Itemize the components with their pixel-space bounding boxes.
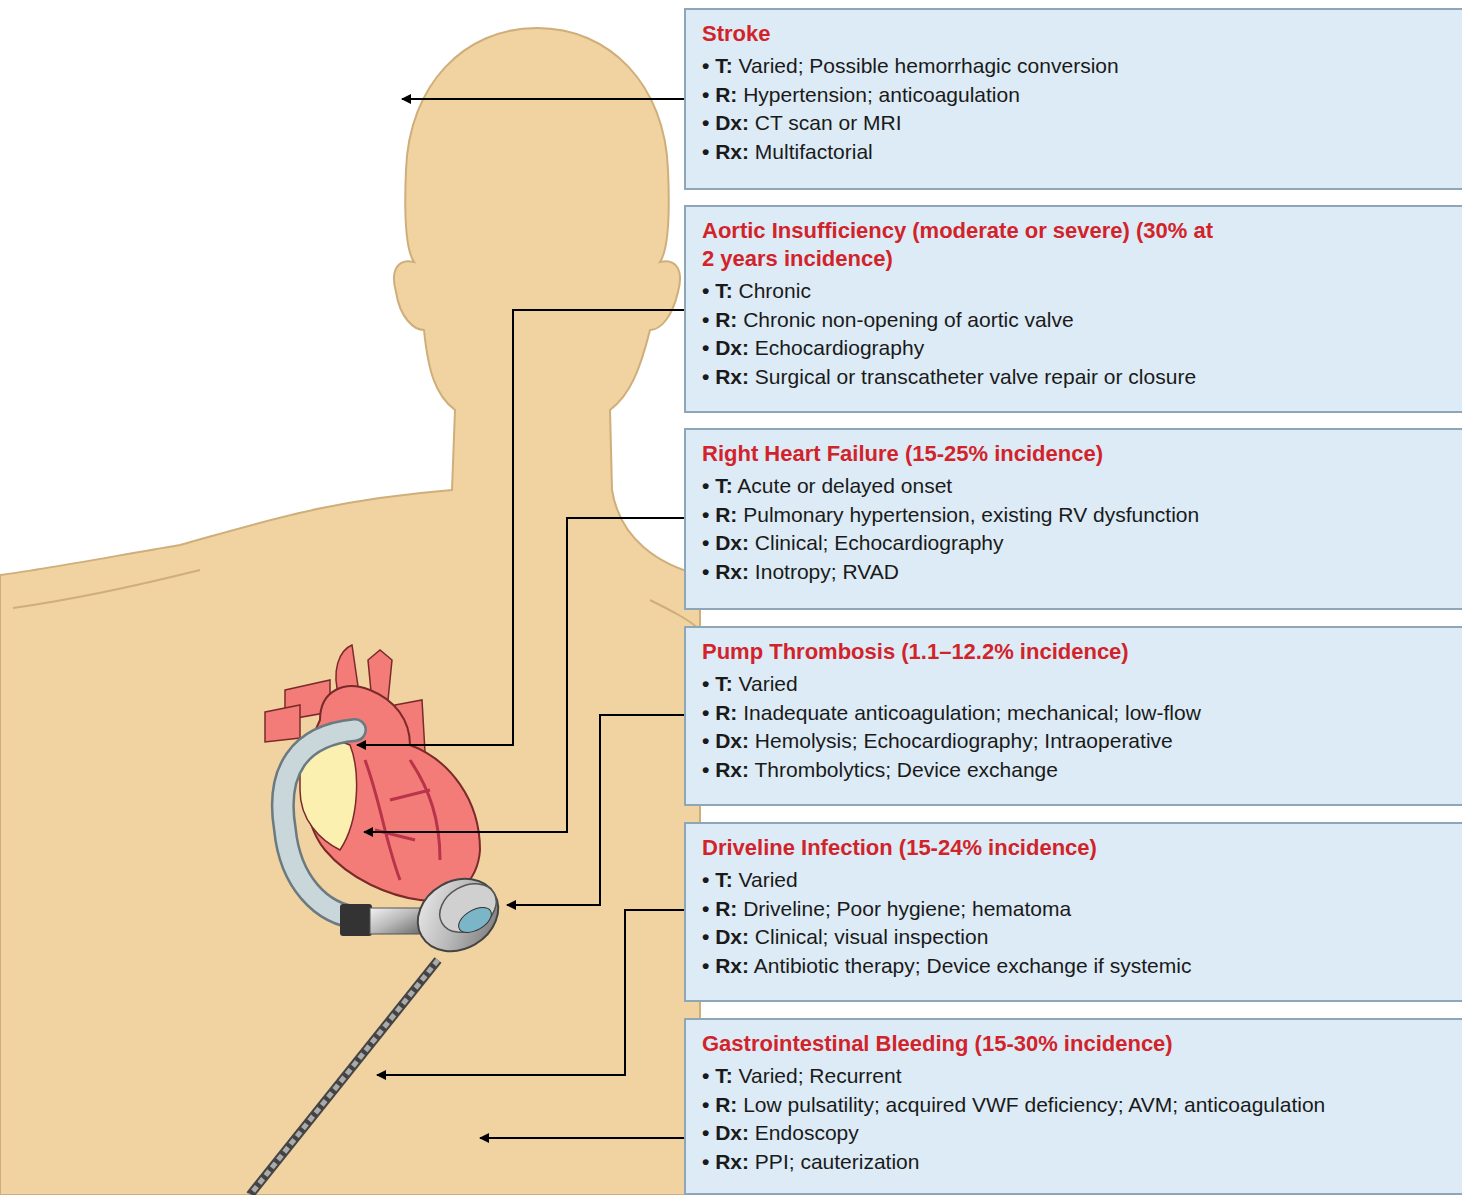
box-heading: Right Heart Failure (15-25% incidence) (702, 440, 1450, 468)
bullet-item: • Rx: Inotropy; RVAD (702, 558, 1450, 587)
bullet-item: • Dx: Clinical; visual inspection (702, 923, 1450, 952)
box-heading: Pump Thrombosis (1.1–12.2% incidence) (702, 638, 1450, 666)
complication-box: Aortic Insufficiency (moderate or severe… (684, 205, 1462, 413)
bullet-item: • T: Varied (702, 670, 1450, 699)
box-heading: Driveline Infection (15-24% incidence) (702, 834, 1450, 862)
bullet-item: • R: Pulmonary hypertension, existing RV… (702, 501, 1450, 530)
bullet-item: • Dx: Echocardiography (702, 334, 1450, 363)
bullet-item: • T: Varied; Recurrent (702, 1062, 1450, 1091)
bullet-item: • Rx: Multifactorial (702, 138, 1450, 167)
box-heading: Gastrointestinal Bleeding (15-30% incide… (702, 1030, 1450, 1058)
body-outline (0, 28, 700, 1195)
bullet-item: • R: Chronic non-opening of aortic valve (702, 306, 1450, 335)
bullet-item: • Dx: Endoscopy (702, 1119, 1450, 1148)
bullet-item: • Rx: PPI; cauterization (702, 1148, 1450, 1177)
box-heading: Aortic Insufficiency (moderate or severe… (702, 217, 1222, 273)
complication-box: Right Heart Failure (15-25% incidence) • … (684, 428, 1462, 610)
bullet-item: • T: Chronic (702, 277, 1450, 306)
bullet-item: • T: Acute or delayed onset (702, 472, 1450, 501)
complication-box: Stroke • T: Varied; Possible hemorrhagic … (684, 8, 1462, 190)
bullet-item: • Dx: Hemolysis; Echocardiography; Intra… (702, 727, 1450, 756)
bullet-item: • R: Inadequate anticoagulation; mechani… (702, 699, 1450, 728)
bullet-item: • R: Hypertension; anticoagulation (702, 81, 1450, 110)
bullet-item: • R: Low pulsatility; acquired VWF defic… (702, 1091, 1450, 1120)
bullet-item: • Dx: CT scan or MRI (702, 109, 1450, 138)
bullet-item: • T: Varied; Possible hemorrhagic conver… (702, 52, 1450, 81)
bullet-item: • Dx: Clinical; Echocardiography (702, 529, 1450, 558)
lvad-pump (250, 730, 511, 1195)
bullet-item: • Rx: Surgical or transcatheter valve re… (702, 363, 1450, 392)
complication-box: Gastrointestinal Bleeding (15-30% incide… (684, 1018, 1462, 1195)
leader-lines (357, 99, 684, 1138)
complication-box: Driveline Infection (15-24% incidence) • … (684, 822, 1462, 1002)
bullet-item: • R: Driveline; Poor hygiene; hematoma (702, 895, 1450, 924)
box-heading: Stroke (702, 20, 1450, 48)
bullet-item: • Rx: Antibiotic therapy; Device exchang… (702, 952, 1450, 981)
bullet-item: • T: Varied (702, 866, 1450, 895)
bullet-item: • Rx: Thrombolytics; Device exchange (702, 756, 1450, 785)
complication-box: Pump Thrombosis (1.1–12.2% incidence) • T… (684, 626, 1462, 806)
